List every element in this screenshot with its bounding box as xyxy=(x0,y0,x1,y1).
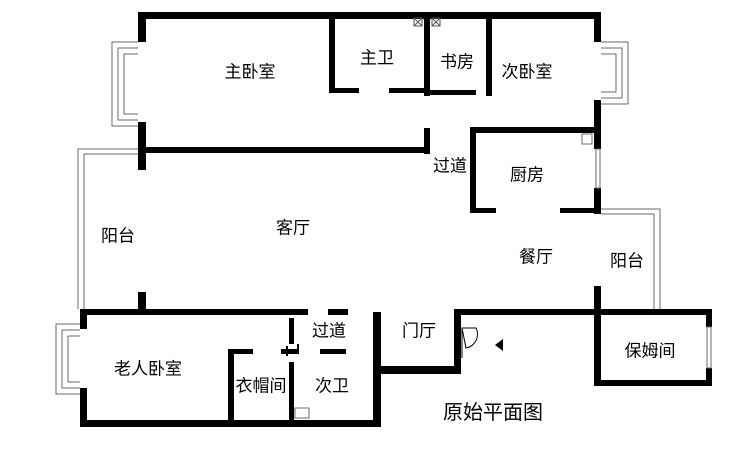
window-master-bay-inner2 xyxy=(123,53,138,115)
room-label-master-bath: 主卫 xyxy=(360,48,394,69)
wall-balcony-post-top xyxy=(138,147,146,170)
wall-master-bath-left xyxy=(329,12,335,90)
wall-study-right xyxy=(486,12,492,96)
wall-cloak-top xyxy=(228,349,253,354)
wall-kitchen-right xyxy=(594,127,601,149)
window-second-bay-inner xyxy=(601,47,623,99)
window-elder-bay-inner2 xyxy=(67,335,80,383)
room-label-foyer: 门厅 xyxy=(402,321,436,342)
window-elder-bay-inner xyxy=(61,329,80,389)
wall-cloak-top-b xyxy=(281,349,299,354)
window-second-bay-inner2 xyxy=(601,53,617,93)
wall-master-bath-bottom-b xyxy=(389,88,429,93)
wall-foyer-right xyxy=(454,312,461,374)
railing-right-balcony xyxy=(601,208,661,309)
wall-cloak-left xyxy=(228,349,234,425)
room-label-study: 书房 xyxy=(440,52,474,73)
railing-right-balcony-inner xyxy=(601,213,655,309)
wall-kitchen-bottom-a xyxy=(470,208,496,213)
wall-nanny-top xyxy=(594,309,712,315)
wall-kitchen-bottom-b xyxy=(560,208,601,213)
wall-nanny-bottom xyxy=(594,380,712,386)
wall-master-left-bottom xyxy=(138,122,146,170)
room-label-dining-room: 餐厅 xyxy=(519,247,553,268)
bath-vent xyxy=(294,407,310,419)
wall-second-bottom xyxy=(470,127,601,133)
wall-master-bottom xyxy=(138,147,424,153)
railing-left-balcony xyxy=(77,148,138,309)
window-nanny xyxy=(706,326,712,369)
room-label-elder-bedroom: 老人卧室 xyxy=(114,359,182,380)
room-label-corridor-upper: 过道 xyxy=(433,156,467,177)
wall-second-right-top xyxy=(594,12,601,42)
entry-arrow-icon xyxy=(495,339,503,351)
room-label-nanny-room: 保姆间 xyxy=(624,341,676,362)
windows xyxy=(55,41,712,419)
window-master-bay-inner xyxy=(117,47,138,121)
plan-title: 原始平面图 xyxy=(443,400,543,424)
wall-master-bath-bottom-a xyxy=(329,88,359,93)
window-second-bay xyxy=(601,41,629,105)
wall-nanny-right-top xyxy=(706,309,712,327)
wall-second-right-bottom xyxy=(594,100,601,132)
study-fixture-icon xyxy=(413,17,441,27)
wall-foyer-top xyxy=(454,309,604,315)
wall-elder-left-bottom xyxy=(80,388,87,426)
wall-master-left-top xyxy=(138,12,146,42)
wall-kitchen-left xyxy=(470,127,476,213)
window-master-bay xyxy=(111,41,138,127)
wall-top xyxy=(138,12,600,19)
wall-elder-left-top xyxy=(80,309,87,329)
wall-corridor-post xyxy=(424,128,430,154)
wall-elder-top xyxy=(80,309,308,315)
room-label-living-room: 客厅 xyxy=(276,218,310,239)
wall-nanny-left xyxy=(594,286,601,386)
wall-bath-top xyxy=(320,349,346,354)
room-label-balcony-right: 阳台 xyxy=(610,251,644,272)
wall-study-left xyxy=(424,12,430,96)
room-label-second-bath: 次卫 xyxy=(315,376,349,397)
wall-nanny-right-bottom xyxy=(706,368,712,386)
wall-bath-mid xyxy=(289,362,294,424)
wall-kitchen-right-low xyxy=(594,188,601,214)
wall-bath-post xyxy=(289,318,294,344)
room-label-second-bedroom: 次卧室 xyxy=(501,62,553,83)
doors xyxy=(286,17,503,358)
railing-left-balcony-inner xyxy=(83,153,138,309)
wall-elder-top-b xyxy=(328,309,348,315)
room-label-master-bedroom: 主卧室 xyxy=(224,62,276,83)
room-label-cloakroom: 衣帽间 xyxy=(235,376,287,397)
window-kitchen xyxy=(595,148,601,189)
corridor-mark-b xyxy=(297,344,299,354)
corridor-mark-a xyxy=(286,346,288,356)
window-elder-bay xyxy=(55,323,80,395)
kitchen-duct xyxy=(581,133,593,145)
entry-door-swing xyxy=(461,327,478,349)
room-label-balcony-left: 阳台 xyxy=(101,226,135,247)
wall-balcony-post-bottom xyxy=(138,292,146,314)
room-label-kitchen: 厨房 xyxy=(510,165,544,186)
walls xyxy=(80,12,712,427)
wall-foyer-bottom xyxy=(373,366,461,374)
room-label-corridor-lower: 过道 xyxy=(312,321,346,342)
wall-study-bottom xyxy=(430,90,476,95)
